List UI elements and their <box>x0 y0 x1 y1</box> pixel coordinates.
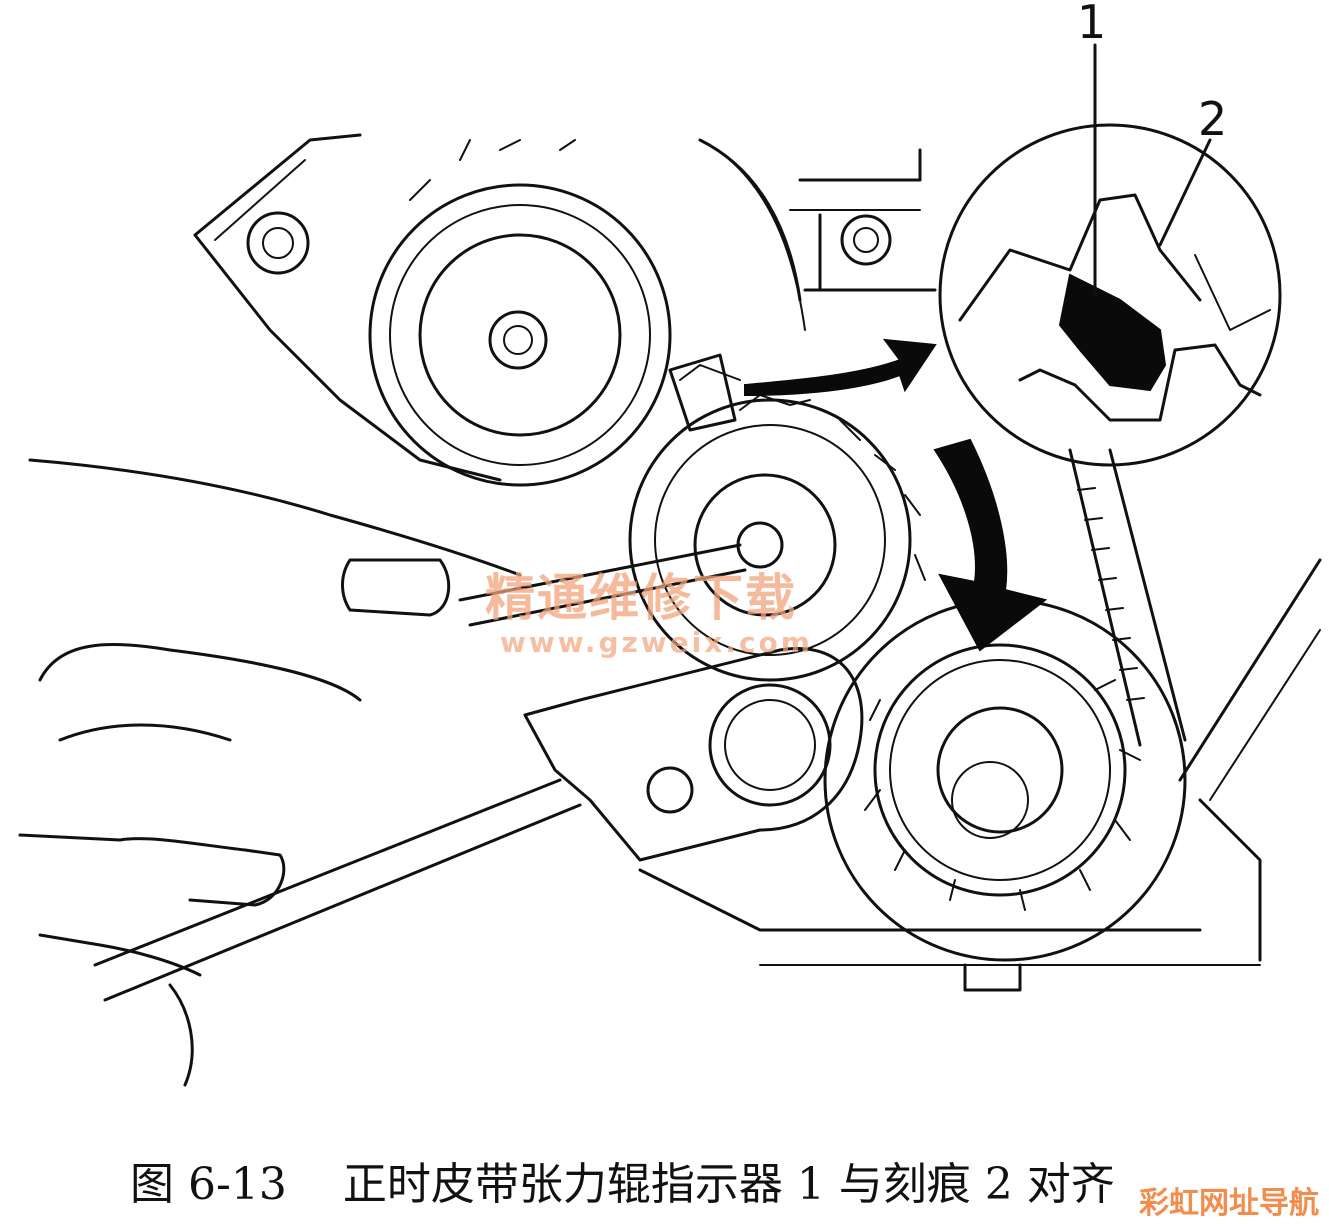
callout-2-label: 2 <box>1198 92 1227 146</box>
hands <box>18 458 522 1087</box>
engine-housing <box>193 133 937 482</box>
timing-belt <box>1068 448 1187 747</box>
curved-arrow-right <box>744 338 937 397</box>
tensioner-arm <box>93 543 864 1002</box>
callout-1-label: 1 <box>1077 0 1106 49</box>
watermark-cn: 精通维修下载 <box>485 568 797 627</box>
crank-sprocket <box>823 598 1187 962</box>
callout-leaders <box>1093 43 1212 297</box>
watermark-url: www.gzweix.com <box>500 626 813 659</box>
upper-pulley <box>368 139 672 487</box>
timing-belt-tensioner-illustration: 1 2 精通维修下载 www.gzweix.com <box>18 0 1322 1087</box>
lower-housing <box>638 558 1322 992</box>
tensioner-indicator-1 <box>1058 273 1167 392</box>
figure-caption-text: 正时皮带张力辊指示器 1 与刻痕 2 对齐 <box>342 1159 1115 1210</box>
figure-number: 图 6-13 <box>130 1159 287 1210</box>
figure-caption: 图 6-13 正时皮带张力辊指示器 1 与刻痕 2 对齐 <box>130 1148 1115 1212</box>
direction-arrows <box>744 338 1048 652</box>
curved-arrow-down <box>933 438 1048 652</box>
tensioner-pulley <box>628 353 926 682</box>
detail-magnifier <box>938 123 1282 467</box>
site-watermark: 彩虹网址导航 <box>1139 1186 1319 1221</box>
